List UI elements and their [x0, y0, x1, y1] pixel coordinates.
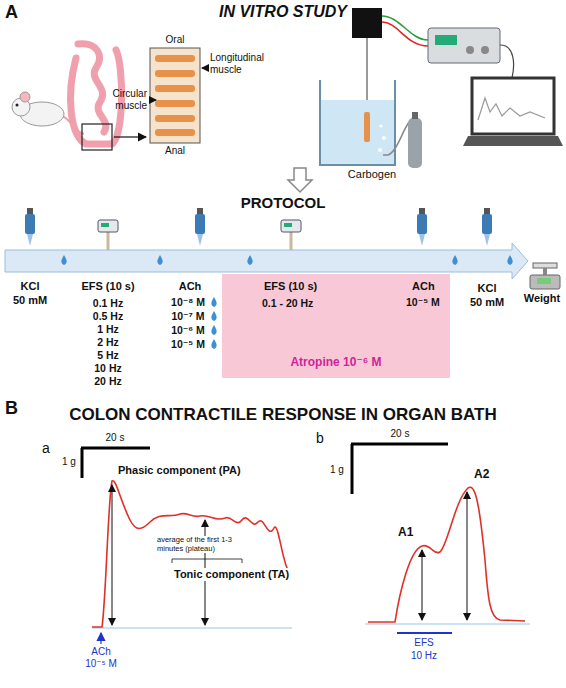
frequency-label: 10 Hz	[411, 650, 437, 662]
subpanel-letter: a	[42, 440, 50, 456]
selection-box	[82, 124, 112, 150]
frequency-label: 5 Hz	[97, 349, 119, 361]
scale-label: 20 s	[106, 432, 125, 444]
organ-bath	[320, 8, 563, 168]
trace-a	[81, 448, 292, 644]
frequency-label: 2 Hz	[97, 336, 119, 348]
scale-label: 1 g	[62, 456, 76, 468]
drug-label: ACh	[412, 280, 435, 293]
tissue-label: Anal	[165, 145, 185, 157]
trace-b	[351, 444, 530, 633]
component-label: Phasic component (PA)	[118, 464, 241, 477]
flow-arrow	[288, 168, 312, 192]
stimulus-label: ACh	[91, 646, 110, 658]
tissue-label: Circular muscle	[104, 88, 147, 111]
drug-label: ACh	[179, 280, 202, 293]
subpanel-letter: b	[316, 430, 324, 446]
scale-label: 1 g	[330, 464, 344, 476]
frequency-label: 10 Hz	[94, 362, 121, 374]
amplitude-label: A2	[474, 468, 489, 482]
frequency-label: 0.1 Hz	[93, 297, 123, 309]
dose-label: 10⁻⁵ M	[85, 658, 117, 670]
dose-label: 10⁻⁸ M	[171, 296, 205, 308]
panel-letter: B	[5, 398, 18, 419]
frequency-label: 0.5 Hz	[93, 310, 123, 322]
dose-label: 50 mM	[13, 294, 47, 307]
gas-label: Carbogen	[348, 168, 396, 181]
panel-letter: A	[5, 2, 18, 23]
weight-label: Weight	[524, 292, 560, 305]
dose-label: 10⁻⁶ M	[171, 324, 205, 336]
note-label: average of the first 1-3 minutes (platea…	[155, 536, 255, 553]
dose-label: 10⁻⁵ M	[171, 338, 205, 350]
section-heading: COLON CONTRACTILE RESPONSE IN ORGAN BATH	[69, 405, 497, 425]
stimulus-label: EFS	[414, 637, 433, 649]
treatment-label: Atropine 10⁻⁶ M	[290, 356, 381, 370]
weighing-scale	[530, 263, 560, 289]
stimulus-label: EFS (10 s)	[81, 280, 134, 293]
drug-label: KCl	[21, 280, 40, 293]
dose-label: 10⁻⁵ M	[406, 296, 440, 308]
component-label: Tonic component (TA)	[172, 568, 291, 581]
frequency-label: 20 Hz	[94, 375, 121, 387]
tissue-label: Longitudinal muscle	[210, 52, 272, 75]
amplitude-label: A1	[398, 526, 413, 540]
scale-label: 20 s	[391, 428, 410, 440]
dose-label: 50 mM	[470, 296, 504, 309]
tissue-strip	[150, 48, 200, 143]
atropine-band: EFS (10 s) 0.1 - 20 Hz ACh 10⁻⁵ M Atropine 1…	[222, 274, 450, 378]
stimulus-label: EFS (10 s)	[264, 280, 317, 293]
frequency-label: 1 Hz	[97, 323, 119, 335]
frequency-label: 0.1 - 20 Hz	[262, 297, 313, 309]
drug-label: KCl	[478, 282, 497, 295]
tissue-label: Oral	[166, 34, 185, 46]
dose-label: 10⁻⁷ M	[171, 310, 204, 322]
section-heading: PROTOCOL	[241, 194, 326, 211]
title: IN VITRO STUDY	[219, 3, 347, 21]
